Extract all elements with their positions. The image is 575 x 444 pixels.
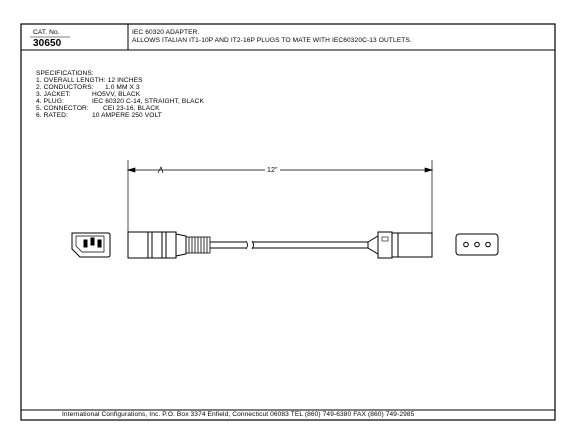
description-line-2: ALLOWS ITALIAN IT1-10P AND IT2-16P PLUGS…: [132, 37, 412, 44]
spec-item-value: CEI 23-16, BLACK: [103, 105, 160, 112]
spec-item-label: 2. CONDUCTORS:: [36, 84, 94, 91]
spec-item-value: IEC 60320 C-14, STRAIGHT, BLACK: [92, 98, 204, 105]
overall-length-dimension: [126, 160, 434, 233]
c14-plug-face-icon: [71, 232, 111, 258]
cei-23-16-connector-face-icon: [455, 233, 499, 256]
spec-item-label: 3. JACKET:: [36, 91, 71, 98]
spec-item-label: 1. OVERALL LENGTH: 12 INCHES: [36, 77, 143, 84]
spec-item-value: 10 AMPERE 250 VOLT: [92, 112, 162, 119]
sheet-border: [20, 23, 556, 421]
spec-item-label: 4. PLUG:: [36, 98, 64, 105]
spec-item-label: 6. RATED:: [36, 112, 68, 119]
cei-23-16-connector-body: [367, 231, 433, 259]
cat-number: 30650: [33, 38, 62, 49]
specifications-heading: SPECIFICATIONS:: [36, 70, 94, 77]
description-line-1: IEC 60320 ADAPTER.: [132, 29, 200, 36]
dimension-label: 12": [265, 167, 280, 175]
spec-item-value: 1.0 MM X 3: [105, 84, 140, 91]
c14-plug-body: [127, 231, 187, 259]
power-cord: [210, 240, 368, 250]
spec-item-value: HO5VV, BLACK: [92, 91, 141, 98]
plug-strain-relief: [185, 236, 211, 254]
cat-number-label: CAT. No.: [33, 29, 60, 36]
company-footer: International Configurations, Inc. P.O. …: [62, 411, 415, 418]
spec-item-label: 5. CONNECTOR:: [36, 105, 89, 112]
